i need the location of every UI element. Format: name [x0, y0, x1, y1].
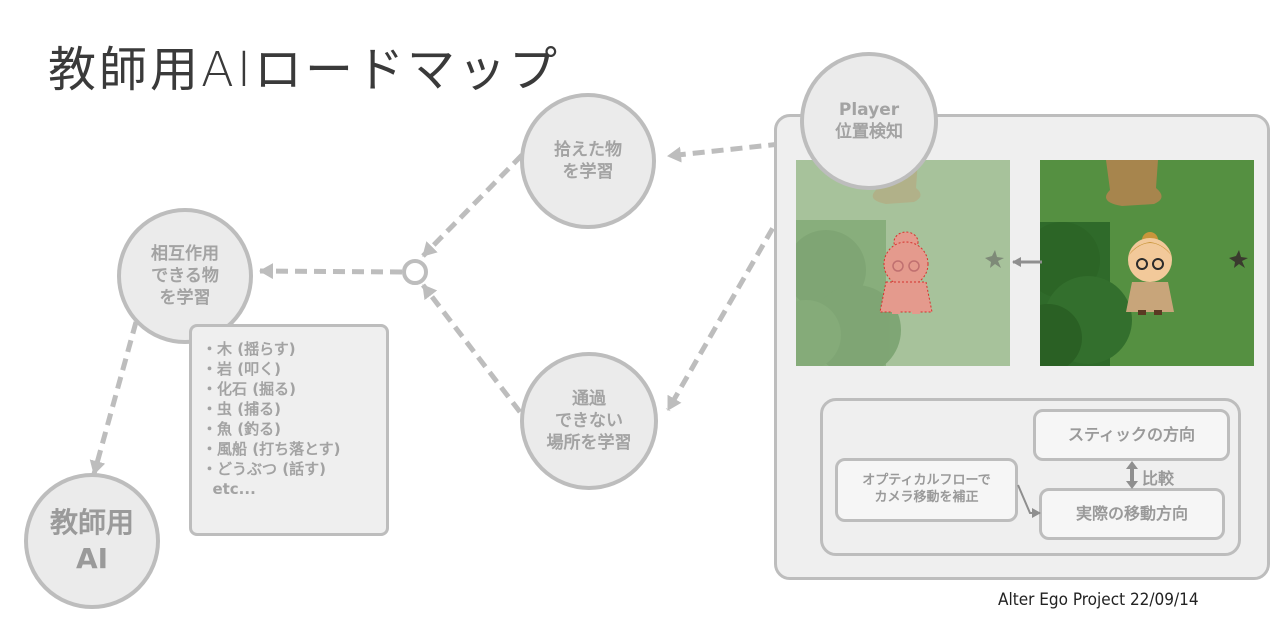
credit-text: Alter Ego Project 22/09/14 — [998, 590, 1199, 610]
impassable-places-node: 通過 できない 場所を学習 — [520, 352, 658, 490]
teacher-ai-node: 教師用 AI — [24, 473, 160, 609]
player-character — [1126, 232, 1174, 315]
list-item: ・魚 (釣る) — [202, 420, 281, 438]
list-item: ・虫 (捕る) — [202, 400, 281, 418]
interactive-objects-node: 相互作用 できる物 を学習 — [117, 208, 253, 344]
pickup-objects-node: 拾えた物 を学習 — [520, 93, 656, 229]
list-item: ・岩 (叩く) — [202, 360, 281, 378]
arrow-interactive-to-teacher — [89, 321, 139, 475]
arrow-junction-to-interactive — [259, 263, 403, 280]
game-screenshot — [1040, 160, 1254, 366]
list-item: etc... — [202, 480, 256, 498]
list-item: ・どうぶつ (話す) — [202, 460, 326, 478]
actual-direction-box: 実際の移動方向 — [1039, 488, 1225, 540]
interactive-objects-list: ・木 (揺らす) ・岩 (叩く) ・化石 (掘る) ・虫 (捕る) ・魚 (釣る… — [189, 324, 389, 536]
star-mark — [985, 250, 1004, 268]
compare-arrow-icon — [1126, 461, 1138, 489]
arrow-player-to-impassable — [665, 144, 823, 412]
segmented-game-screenshot — [796, 160, 1010, 366]
page-title: 教師用AIロードマップ — [48, 42, 560, 98]
list-item: ・化石 (掘る) — [202, 380, 296, 398]
optical-flow-box: オプティカルフローで カメラ移動を補正 — [835, 458, 1018, 522]
stick-direction-box: スティックの方向 — [1033, 409, 1230, 461]
arrow-impassable-to-junction — [421, 283, 522, 414]
list-item: ・木 (揺らす) — [202, 340, 296, 358]
player-silhouette — [879, 231, 933, 314]
star-mark — [1229, 250, 1248, 268]
junction-node — [402, 259, 428, 285]
player-position-node: Player 位置検知 — [800, 52, 938, 190]
arrow-pickup-to-junction — [421, 153, 524, 258]
list-item: ・風船 (打ち落とす) — [202, 440, 341, 458]
arrow-left-icon — [1012, 257, 1042, 267]
flow-connectors — [1017, 484, 1041, 518]
compare-label: 比較 — [1142, 469, 1175, 488]
